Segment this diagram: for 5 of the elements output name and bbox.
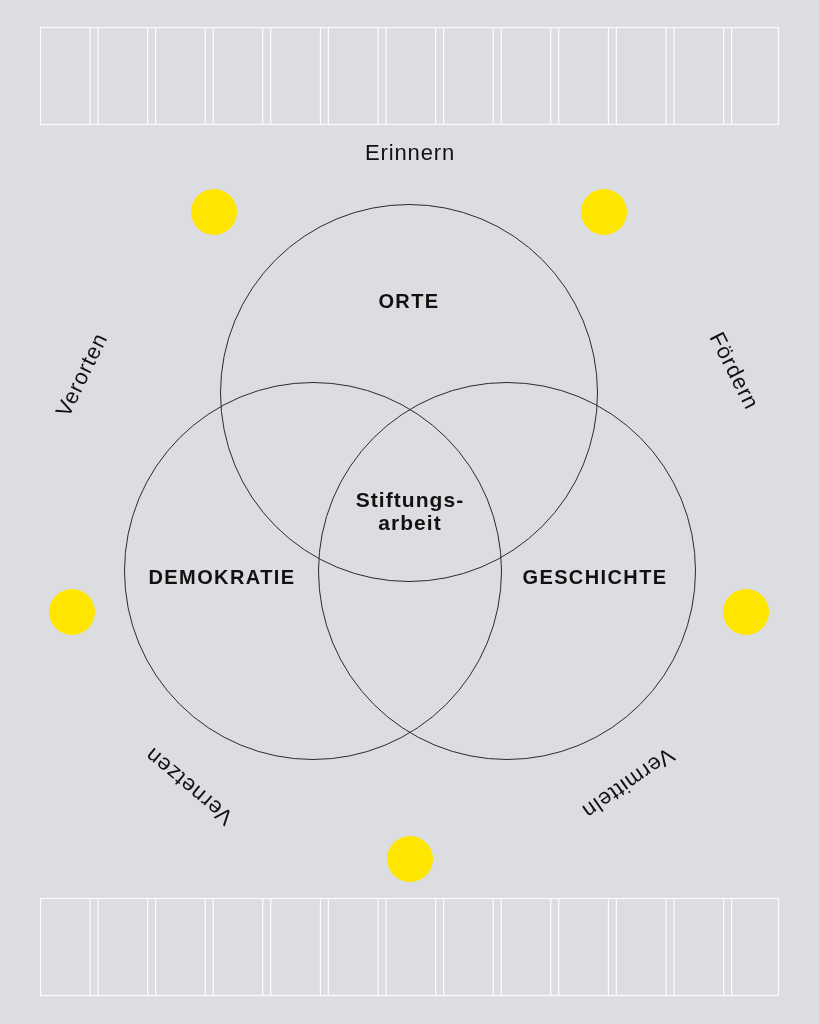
keyword-label: Erinnern xyxy=(364,140,456,166)
set-label: DEMOKRATIE xyxy=(148,566,296,588)
set-label: ORTE xyxy=(378,290,440,312)
center-label: Stiftungs- arbeit xyxy=(354,487,466,535)
set-label: GESCHICHTE xyxy=(522,566,668,588)
